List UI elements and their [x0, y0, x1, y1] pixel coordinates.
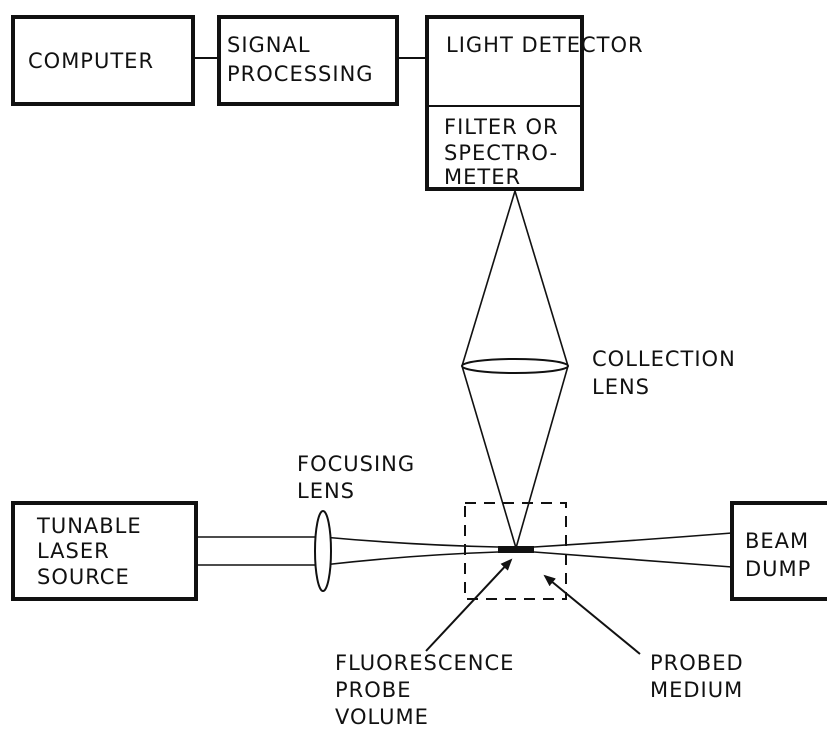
focusing-lens-label-2: LENS — [297, 479, 355, 503]
filter-label-line1: FILTER OR — [444, 115, 559, 139]
signal-label-line1: SIGNAL — [227, 33, 311, 57]
probe-volume-arrow — [425, 558, 513, 652]
filter-label-line3: METER — [444, 165, 521, 189]
beam-dump-label-2: DUMP — [745, 557, 811, 581]
signal-processing-block: SIGNAL PROCESSING — [217, 15, 399, 106]
collection-lens — [461, 358, 569, 374]
probed-medium-label-1: PROBED — [650, 651, 744, 675]
focusing-lens — [314, 510, 332, 592]
probed-medium-region — [464, 502, 567, 600]
collection-lens-label-2: LENS — [592, 375, 650, 399]
focusing-lens-label-1: FOCUSING — [297, 452, 415, 476]
beam-dump-block: BEAM DUMP — [730, 501, 827, 601]
light-detector-text: LIGHT DETECTOR — [446, 33, 644, 57]
probe-volume — [498, 546, 534, 553]
fluorescence-label-line2: PROBE — [335, 678, 411, 702]
probed-medium-label-2: MEDIUM — [650, 678, 743, 702]
computer-label: COMPUTER — [28, 49, 154, 73]
laser-label-line2: LASER — [37, 539, 110, 563]
fluorescence-label-line3: VOLUME — [335, 705, 429, 729]
probed-medium-arrow — [543, 574, 641, 655]
collection-cone — [461, 190, 569, 549]
laser-label-line1: TUNABLE — [36, 514, 142, 538]
laser-label-line3: SOURCE — [37, 565, 130, 589]
signal-label-line2: PROCESSING — [227, 62, 374, 86]
beam-dump-label-1: BEAM — [745, 529, 809, 553]
computer-block: COMPUTER — [11, 15, 195, 106]
detector-block: LIGHT DETECTOR FILTER OR SPECTRO- METER — [425, 15, 644, 191]
laser-source-block: TUNABLE LASER SOURCE — [11, 501, 198, 601]
fluorescence-label-line1: FLUORESCENCE — [335, 651, 514, 675]
collection-lens-label-1: COLLECTION — [592, 347, 736, 371]
light-detector-label-1: LIGHT DETECTOR — [446, 33, 644, 57]
filter-label-line2: SPECTRO- — [444, 141, 558, 165]
laser-beam — [196, 532, 733, 568]
